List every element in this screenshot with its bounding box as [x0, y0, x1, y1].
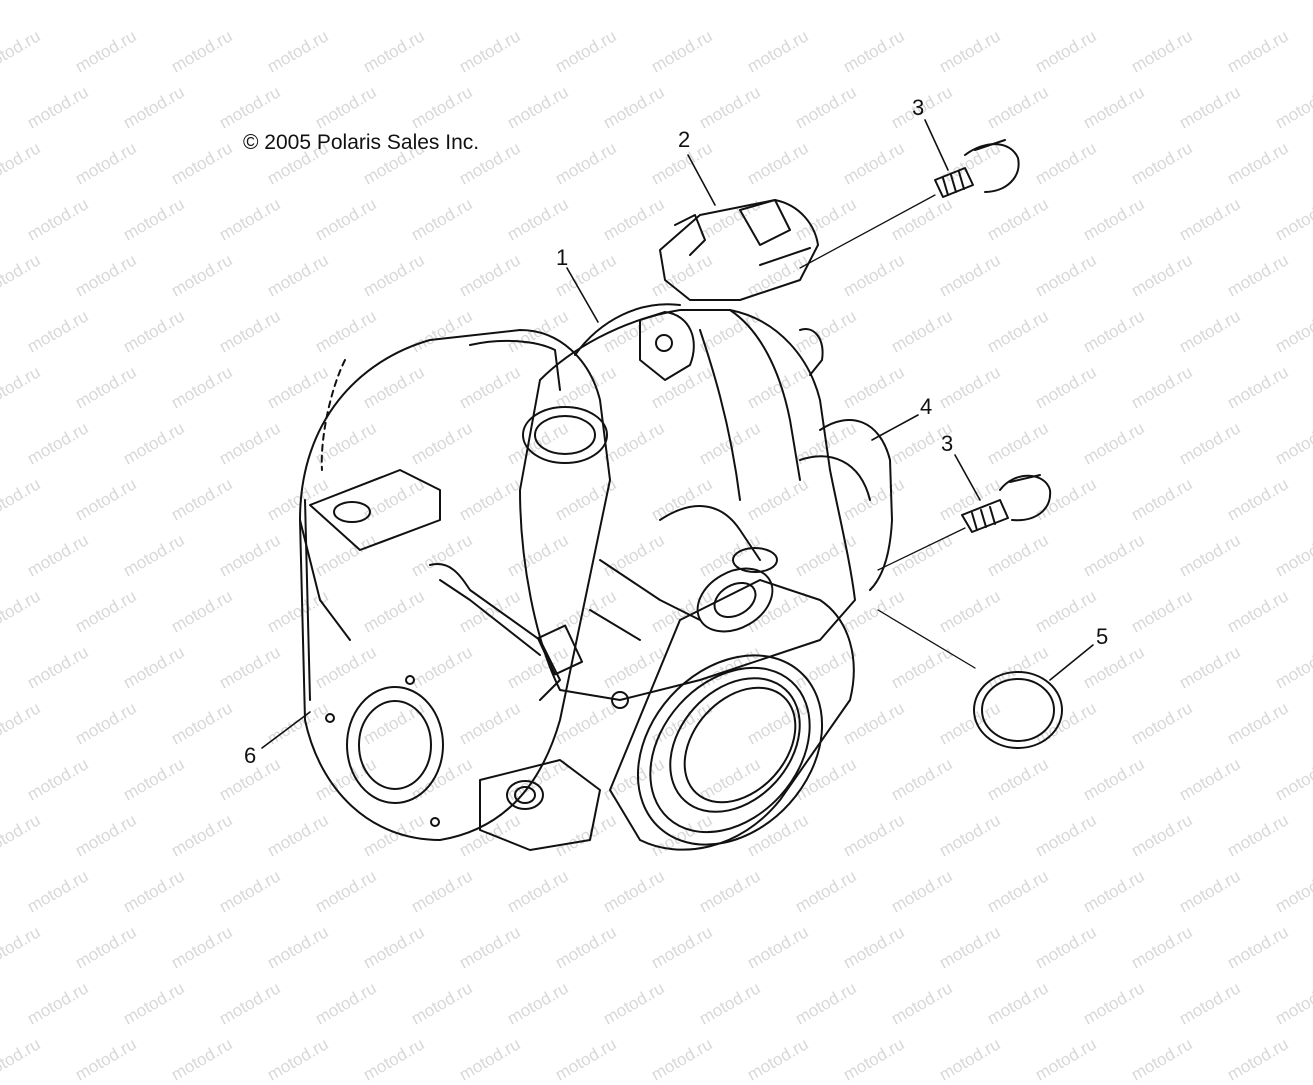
- callout-3-upper: 3: [912, 95, 925, 120]
- watermark-text: motod.ru: [1080, 978, 1148, 1029]
- watermark-text: motod.ru: [72, 1034, 140, 1085]
- watermark-text: motod.ru: [552, 1034, 620, 1085]
- watermark-text: motod.ru: [1128, 1034, 1196, 1085]
- assembly-lines: [799, 194, 976, 669]
- watermark-text: motod.ru: [216, 978, 284, 1029]
- watermark-text: motod.ru: [1272, 978, 1313, 1029]
- watermark-text: motod.ru: [120, 978, 188, 1029]
- watermark-text: motod.ru: [792, 978, 860, 1029]
- watermark-text: motod.ru: [600, 978, 668, 1029]
- part-4-flange: [799, 419, 893, 591]
- copyright-notice: © 2005 Polaris Sales Inc.: [243, 131, 480, 154]
- callout-4: 4: [920, 394, 933, 419]
- watermark-text: motod.ru: [984, 978, 1052, 1029]
- watermark-text: motod.ru: [1032, 1034, 1100, 1085]
- part-2-sensor: [659, 199, 819, 301]
- callout-3-lower: 3: [941, 431, 954, 456]
- watermark-text: motod.ru: [888, 978, 956, 1029]
- watermark-text: motod.ru: [264, 1034, 332, 1085]
- watermark-text: motod.ru: [744, 1034, 812, 1085]
- watermark-text: motod.ru: [936, 1034, 1004, 1085]
- watermark-text: motod.ru: [1176, 978, 1244, 1029]
- watermark-text: motod.ru: [648, 1034, 716, 1085]
- part-1-throttle-body: [519, 303, 856, 709]
- watermark-text: motod.ru: [168, 1034, 236, 1085]
- part-5-o-ring: [973, 671, 1063, 749]
- watermark-text: motod.ru: [0, 1034, 44, 1085]
- callout-1: 1: [556, 245, 569, 270]
- watermark-text: motod.ru: [408, 978, 476, 1029]
- intake-flange: [609, 567, 855, 851]
- linkage-bracket: [309, 469, 601, 851]
- callout-5: 5: [1096, 624, 1109, 649]
- watermark-text: motod.ru: [24, 978, 92, 1029]
- watermark-text: motod.ru: [456, 1034, 524, 1085]
- watermark-text: motod.ru: [312, 978, 380, 1029]
- part-6-housing: [299, 329, 611, 841]
- throttle-body-drawing: [261, 119, 1094, 851]
- leader-lines: [261, 119, 1094, 749]
- watermark-text: motod.ru: [696, 978, 764, 1029]
- part-3-screw-upper: [934, 139, 1020, 198]
- watermark-text: motod.ru: [1224, 1034, 1292, 1085]
- callout-6: 6: [244, 743, 257, 768]
- watermark-text: motod.ru: [504, 978, 572, 1029]
- watermark-text: motod.ru: [360, 1034, 428, 1085]
- callout-2: 2: [678, 127, 691, 152]
- part-3-screw-lower: [961, 474, 1052, 533]
- watermark-text: motod.ru: [840, 1034, 908, 1085]
